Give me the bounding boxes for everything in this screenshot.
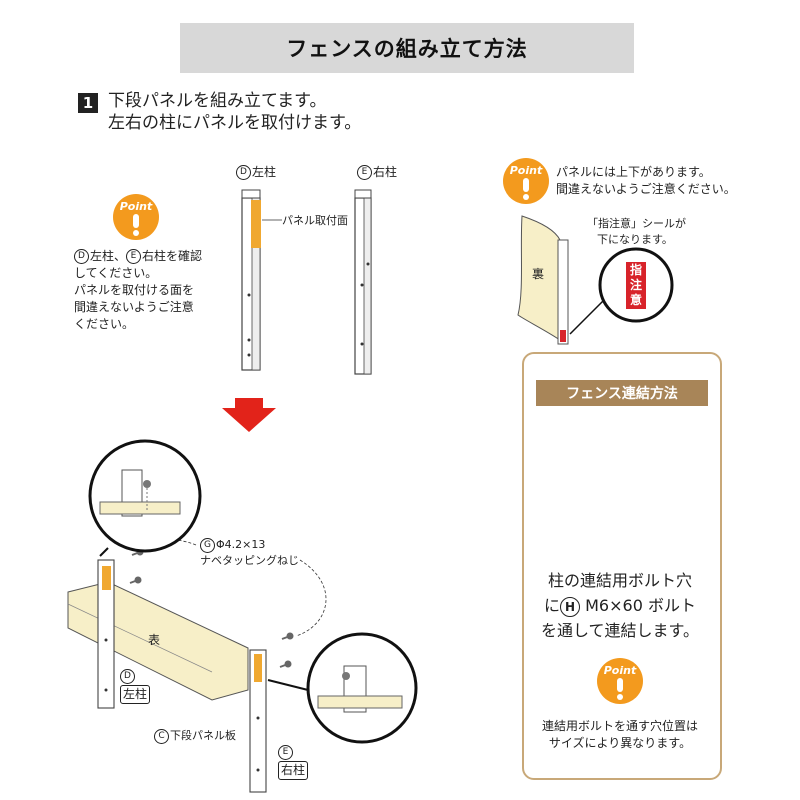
assembly-right-post-label: E 右柱 xyxy=(278,744,309,780)
zoom-circle-top-left xyxy=(88,439,202,557)
exclamation-icon xyxy=(617,678,623,692)
exclamation-icon xyxy=(133,214,139,228)
left-post-d-drawing xyxy=(241,189,282,371)
assembly-right-post xyxy=(249,649,267,793)
exclamation-icon xyxy=(523,178,529,192)
hole-position-note: 連結用ボルトを通す穴位置は サイズにより異なります。 xyxy=(541,719,698,750)
point-badge-right: Point xyxy=(503,158,549,204)
front-side-label: 表 xyxy=(148,633,161,647)
right-post-name: 右柱 xyxy=(373,165,398,179)
assembly-left-post xyxy=(97,559,115,709)
point-badge-label: Point xyxy=(119,200,153,213)
right-post-letter: E xyxy=(357,165,372,180)
fence-connect-title: フェンス連結方法 xyxy=(536,380,708,406)
page-title: フェンスの組み立て方法 xyxy=(286,37,528,61)
bolt-h-letter: H xyxy=(560,597,581,617)
point-badge-left: Point xyxy=(113,194,159,240)
fence-connect-box xyxy=(522,352,722,780)
down-arrow-icon xyxy=(222,398,276,432)
sticker-note: 「指注意」シールが 下になります。 xyxy=(587,217,686,246)
left-post-name: 左柱 xyxy=(252,165,277,179)
page-title-bar: フェンスの組み立て方法 xyxy=(180,23,634,73)
zoom-circle-bottom-right xyxy=(267,632,418,744)
step-line-2: 左右の柱にパネルを取付けます。 xyxy=(108,113,362,133)
step-number: 1 xyxy=(78,93,98,113)
left-post-letter: D xyxy=(236,165,251,180)
step-instructions: 下段パネルを組み立てます。 左右の柱にパネルを取付けます。 xyxy=(108,90,361,134)
panel-face-label: パネル取付面 xyxy=(282,214,348,227)
caution-sticker: 指 注 意 xyxy=(626,262,646,309)
panel-edge-drawing xyxy=(517,215,674,345)
point-badge-box: Point xyxy=(597,658,643,704)
right-note: パネルには上下があります。 間違えないようご注意ください。 xyxy=(556,165,736,196)
assembly-left-post-label: D 左柱 xyxy=(120,668,151,704)
step-line-1: 下段パネルを組み立てます。 xyxy=(108,91,327,111)
right-post-e-drawing xyxy=(354,189,372,375)
back-side-label: 裏 xyxy=(532,267,545,281)
